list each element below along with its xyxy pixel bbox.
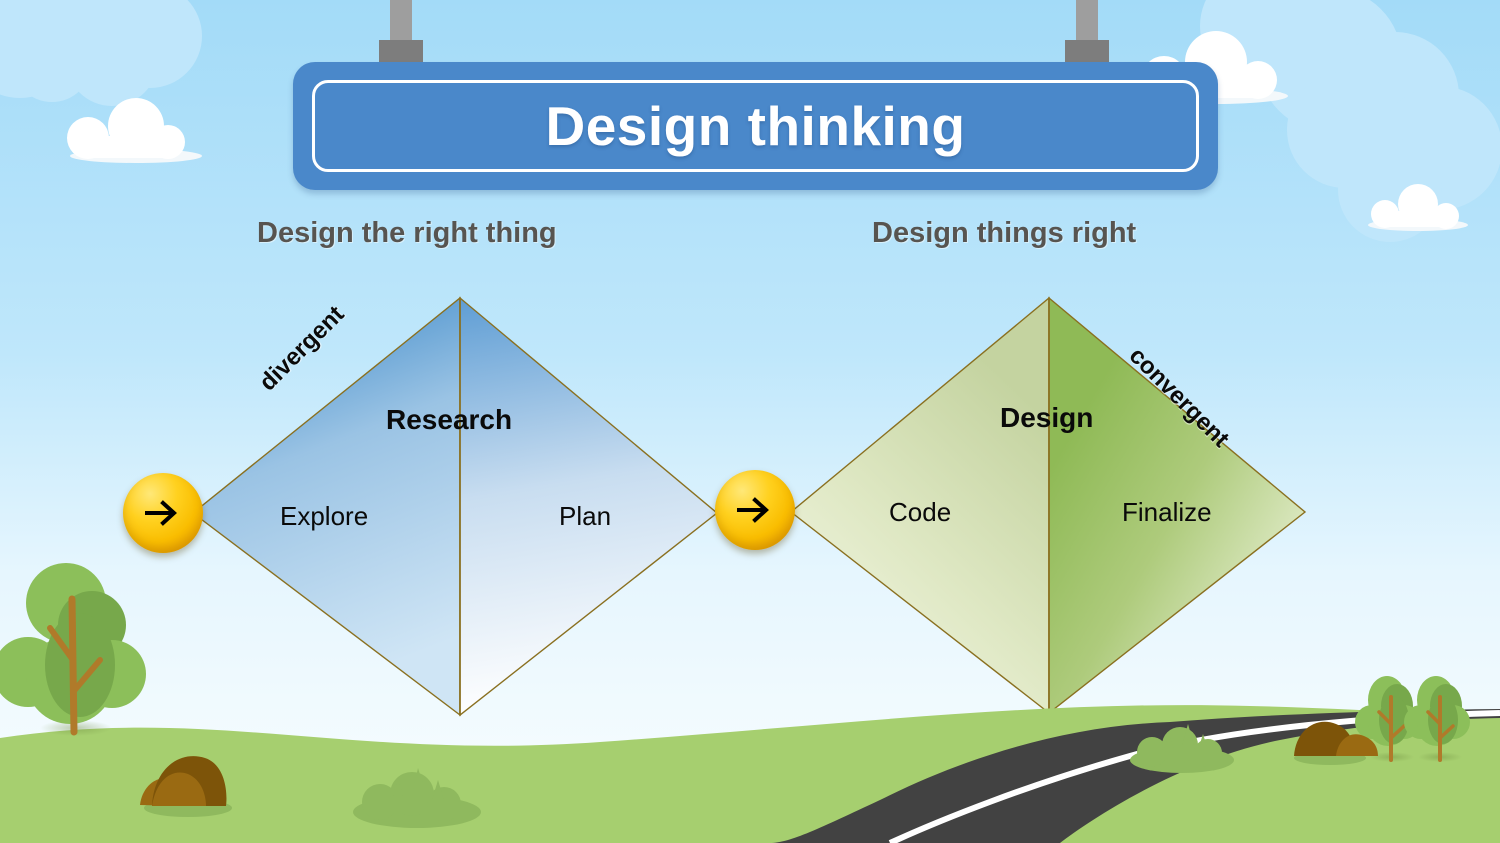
title-sign[interactable]: Design thinking — [293, 62, 1218, 190]
cloud-white-left — [67, 98, 202, 163]
road — [770, 709, 1500, 843]
diamond-design-right-phase-label: Finalize — [1122, 497, 1212, 527]
diamond-research[interactable] — [191, 296, 719, 717]
arrow-right-icon — [735, 495, 775, 525]
diamond-research-right-phase-label: Plan — [559, 501, 612, 531]
middle-arrow-button[interactable] — [715, 470, 795, 550]
diamond-research-left-phase-label: Explore — [280, 501, 369, 531]
subtitle-left: Design the right thing — [257, 217, 557, 249]
tree-right-1 — [1355, 676, 1421, 762]
page-title: Design thinking — [545, 95, 966, 157]
diamond-design-title: Design — [1000, 402, 1094, 433]
cloud-back-right — [1200, 0, 1500, 242]
bush-left — [353, 768, 481, 828]
start-arrow-button[interactable] — [123, 473, 203, 553]
tree-right-2 — [1404, 676, 1470, 762]
sign-plate — [293, 62, 1218, 190]
cloud-back-left — [0, 0, 202, 106]
rock-right — [1294, 721, 1378, 765]
bush-right — [1130, 724, 1234, 773]
rock-left — [140, 756, 232, 817]
arrow-right-icon — [143, 498, 183, 528]
diamond-design[interactable] — [789, 296, 1307, 715]
subtitle-right: Design things right — [872, 217, 1137, 249]
diamond-research-title: Research — [386, 404, 513, 435]
sign-inner-border — [312, 80, 1199, 172]
tree-left — [0, 563, 146, 736]
cloud-white-right — [1368, 184, 1468, 231]
diamond-design-left-phase-label: Code — [889, 497, 952, 527]
